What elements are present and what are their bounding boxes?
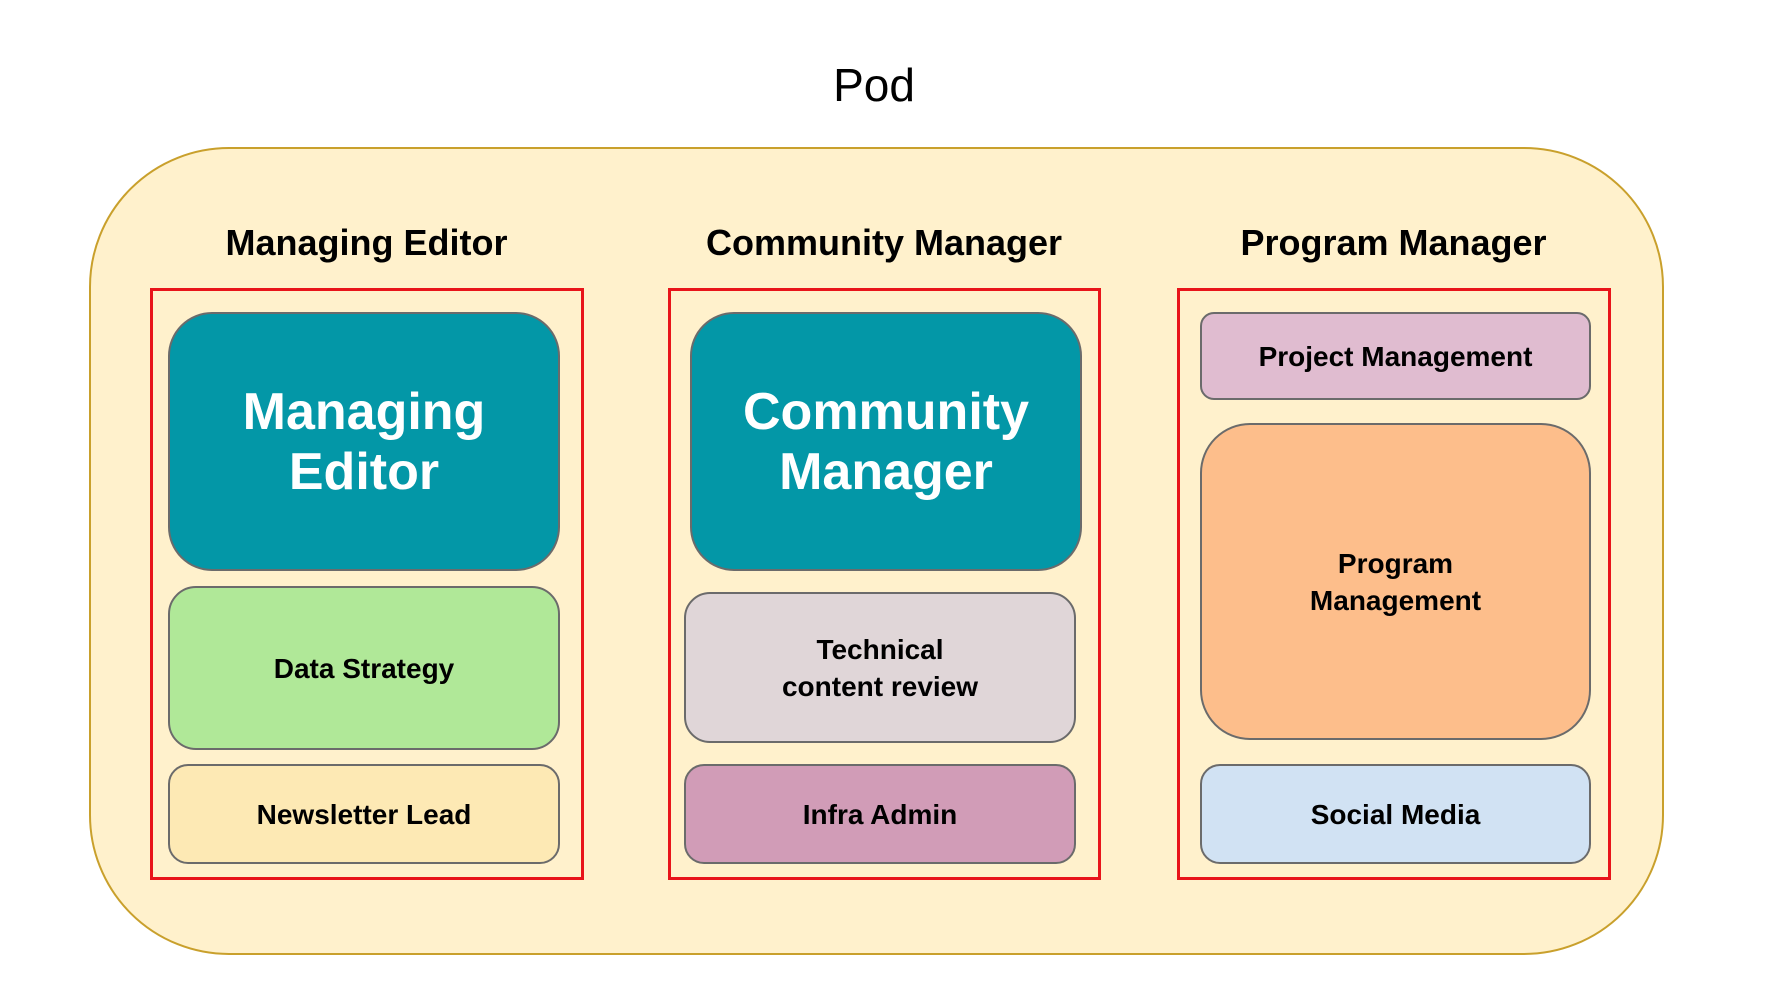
data-strategy-box: Data Strategy [168,586,560,750]
managing-editor-box: Managing Editor [168,312,560,571]
column-header-managing-editor: Managing Editor [225,222,508,263]
technical-content-review-box: Technical content review [684,592,1076,743]
column-header-program-manager: Program Manager [1240,222,1547,263]
program-management-box: Program Management [1200,423,1591,740]
managing-editor-group [150,288,584,880]
diagram-title: Pod [833,59,915,111]
community-manager-group [668,288,1101,880]
project-management-box: Project Management [1200,312,1591,400]
newsletter-lead-box: Newsletter Lead [168,764,560,864]
infra-admin-box: Infra Admin [684,764,1076,864]
community-manager-box: Community Manager [690,312,1082,571]
program-manager-group [1177,288,1611,880]
column-header-community-manager: Community Manager [705,222,1063,263]
social-media-box: Social Media [1200,764,1591,864]
